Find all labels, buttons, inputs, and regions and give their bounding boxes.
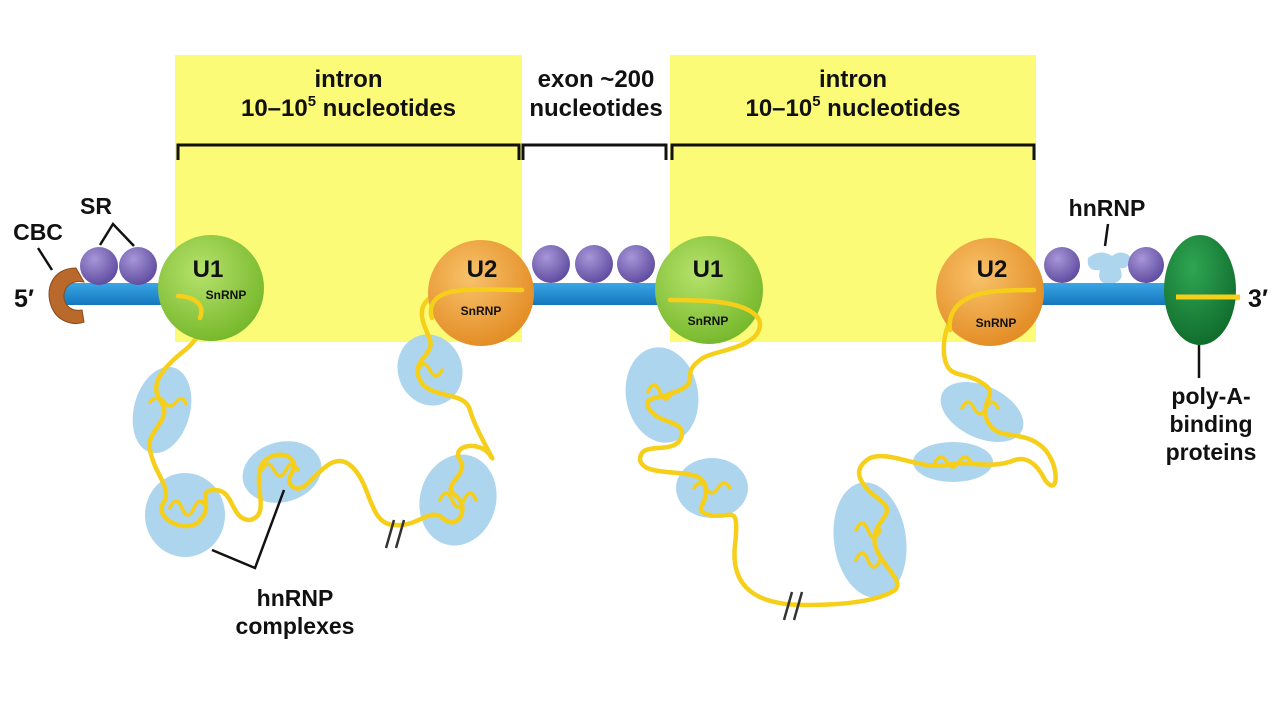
intron-label-1-line1: intron <box>314 66 383 93</box>
sr-protein <box>1128 247 1164 283</box>
exon-label: exon ~200 nucleotides <box>515 65 677 124</box>
u1-sub-label: SnRNP <box>205 288 247 302</box>
exon-label-line1: exon ~200 <box>537 66 655 93</box>
intron-size-unit: nucleotides <box>316 95 457 123</box>
sr-protein <box>1044 247 1080 283</box>
u1-snrnp <box>158 235 264 341</box>
u1-label: U1 <box>692 256 724 283</box>
intron-label-1: intron 10–105 nucleotides <box>175 65 522 124</box>
intron-size-exponent: 5 <box>812 93 821 110</box>
intron-size-base: 10–10 <box>745 95 813 123</box>
intron-bracket-2 <box>670 143 1036 160</box>
intron-size-exponent: 5 <box>307 93 316 110</box>
three-prime-label: 3′ <box>1248 285 1268 313</box>
hnrnp-label: hnRNP <box>1068 195 1146 221</box>
intron-label-2: intron 10–105 nucleotides <box>670 65 1036 124</box>
u2-label: U2 <box>466 256 498 283</box>
poly-a-label: poly-A- binding proteins <box>1146 382 1276 466</box>
hnrnp-squiggles <box>148 362 1000 569</box>
cbc-label: CBC <box>13 219 63 245</box>
u2-snrnp <box>428 240 534 346</box>
hnrnp-blob <box>833 482 907 598</box>
intron-label-1-line2: 10–105 nucleotides <box>175 94 522 123</box>
u1-snrnp <box>655 236 763 344</box>
intron-label-2-line1: intron <box>819 66 887 93</box>
break-mark-1 <box>384 519 406 549</box>
five-prime-label: 5′ <box>14 285 34 313</box>
cbc-cap <box>48 267 85 324</box>
intron-size-base: 10–10 <box>240 95 308 123</box>
exon-bar-3 <box>1032 283 1178 305</box>
intron-bracket-1 <box>176 143 521 160</box>
u2-label: U2 <box>976 256 1008 283</box>
sr-protein <box>617 245 655 283</box>
exon-bar-2 <box>524 283 670 305</box>
hnrnp-blob <box>242 441 322 503</box>
exon-label-line2: nucleotides <box>529 95 663 123</box>
hnrnp-complexes-line2: complexes <box>235 613 355 640</box>
u1-sub-label: SnRNP <box>687 314 729 328</box>
intron-label-2-line2: 10–105 nucleotides <box>670 94 1036 123</box>
exon-bracket <box>521 143 668 160</box>
break-mark-2 <box>782 591 804 621</box>
poly-a-line3: proteins <box>1165 439 1257 466</box>
rna-strand-overlay <box>175 287 1037 333</box>
hnrnp-blob <box>676 458 748 518</box>
hnrnp-complexes-label: hnRNP complexes <box>210 584 380 640</box>
hnrnp-blob-small <box>1087 252 1132 284</box>
hnrnp-complexes-line1: hnRNP <box>256 585 334 611</box>
sr-protein <box>80 247 118 285</box>
sr-label: SR <box>80 193 112 219</box>
pointer-lines <box>36 221 1201 570</box>
sr-protein <box>532 245 570 283</box>
poly-a-line2: binding <box>1169 411 1253 438</box>
sr-protein <box>575 245 613 283</box>
exon-bar-1 <box>62 283 178 305</box>
poly-a-line1: poly-A- <box>1171 383 1251 409</box>
intron-size-unit: nucleotides <box>820 95 961 123</box>
u1-label: U1 <box>192 256 224 283</box>
poly-a-binding-protein <box>1164 235 1236 345</box>
sr-protein <box>119 247 157 285</box>
u2-sub-label: SnRNP <box>975 316 1017 330</box>
u2-sub-label: SnRNP <box>460 304 502 318</box>
